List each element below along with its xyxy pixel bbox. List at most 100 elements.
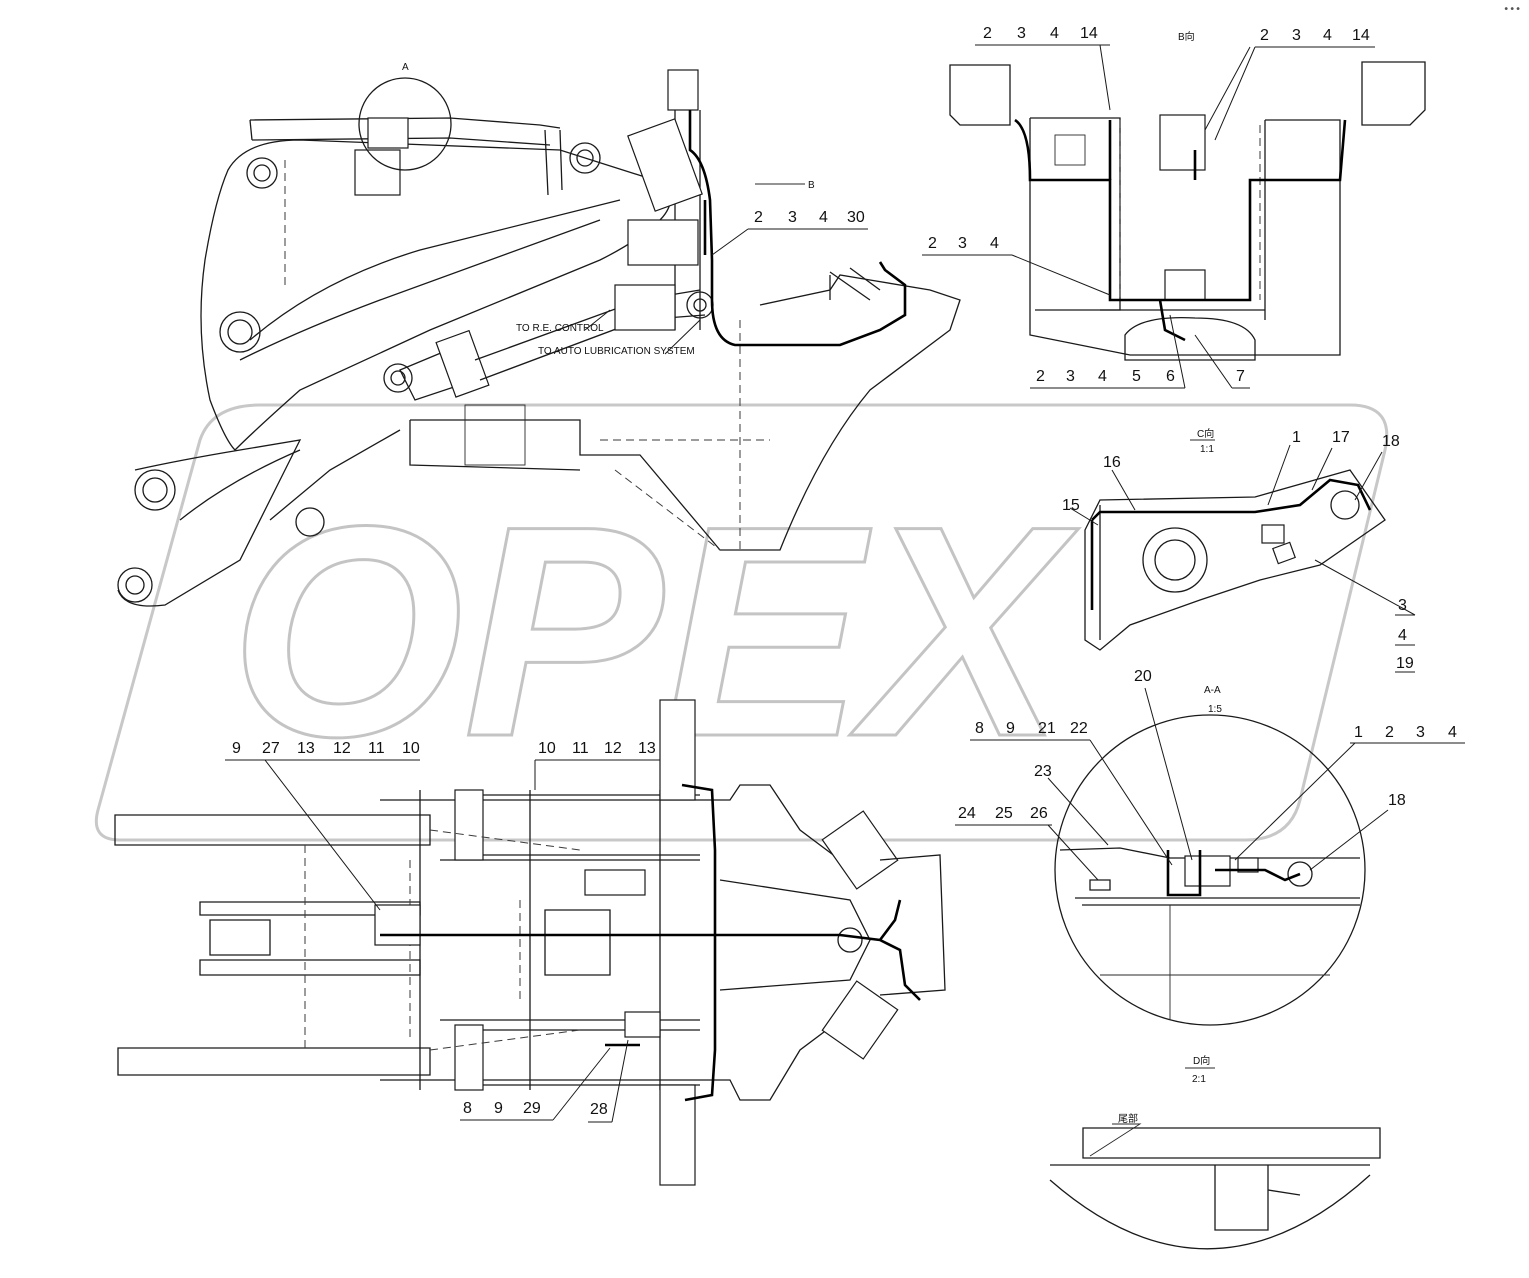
svg-text:2: 2 <box>1036 368 1045 385</box>
svg-text:1: 1 <box>1354 724 1363 741</box>
watermark-logo: OPEX <box>94 403 1389 842</box>
callout-plan-bottom: 8 9 29 <box>460 1047 611 1121</box>
svg-text:14: 14 <box>1352 27 1370 44</box>
viewer-menu-icon[interactable]: ••• <box>1503 4 1521 15</box>
svg-text:4: 4 <box>1098 368 1107 385</box>
svg-text:5: 5 <box>1132 368 1141 385</box>
svg-text:3: 3 <box>788 209 797 226</box>
svg-text:23: 23 <box>1034 763 1052 780</box>
callout-plan-left: 9 27 13 12 11 10 <box>225 740 420 911</box>
svg-text:18: 18 <box>1382 433 1400 450</box>
callout-group-b-left: 2 3 4 14 <box>975 25 1111 111</box>
svg-text:4: 4 <box>1448 724 1457 741</box>
svg-text:8: 8 <box>463 1100 472 1117</box>
svg-text:13: 13 <box>297 740 315 757</box>
svg-text:11: 11 <box>368 740 385 757</box>
svg-text:11: 11 <box>572 740 589 757</box>
svg-text:2: 2 <box>754 209 763 226</box>
svg-text:2: 2 <box>1260 27 1269 44</box>
view-c-scale: 1:1 <box>1200 444 1214 455</box>
callout-plan-mid: 10 11 12 13 <box>534 740 660 790</box>
svg-text:4: 4 <box>1398 627 1407 644</box>
callout-c-17: 17 <box>1311 429 1350 491</box>
callout-c-18: 18 <box>1354 433 1400 501</box>
view-b: B向 2 3 4 14 2 3 4 14 2 <box>922 25 1426 389</box>
callout-aa-mid: 8 9 21 22 <box>970 720 1173 866</box>
view-b-label: B <box>808 180 815 191</box>
view-d-label: D向 <box>1193 1054 1210 1067</box>
svg-text:6: 6 <box>1166 368 1175 385</box>
watermark-text: OPEX <box>230 463 1079 799</box>
side-view-boom: A B TO R.E. CONTROL TO AUTO LUBRICATION … <box>117 62 961 607</box>
callout-group-b-right: 2 3 4 14 <box>1204 27 1375 141</box>
svg-text:10: 10 <box>402 740 420 757</box>
callout-7: 7 <box>1194 334 1250 389</box>
view-d-scale: 2:1 <box>1192 1074 1206 1085</box>
note-to-lube: TO AUTO LUBRICATION SYSTEM <box>538 346 695 357</box>
svg-text:7: 7 <box>1236 368 1245 385</box>
svg-text:3: 3 <box>1416 724 1425 741</box>
svg-text:12: 12 <box>604 740 622 757</box>
svg-text:2: 2 <box>1385 724 1394 741</box>
svg-text:24: 24 <box>958 805 976 822</box>
callout-group-side-mid: 2 3 4 <box>922 235 1111 296</box>
callout-aa-right: 1 2 3 4 <box>1234 724 1465 861</box>
svg-text:4: 4 <box>1050 25 1059 42</box>
svg-text:29: 29 <box>523 1100 541 1117</box>
view-aa-scale: 1:5 <box>1208 704 1222 715</box>
section-aa-circle <box>1054 714 1366 1026</box>
svg-text:2: 2 <box>983 25 992 42</box>
callout-c-1: 1 <box>1267 429 1301 506</box>
svg-text:25: 25 <box>995 805 1013 822</box>
note-to-control: TO R.E. CONTROL <box>516 323 604 334</box>
svg-text:21: 21 <box>1038 720 1056 737</box>
callout-group-top-mid: 2 3 4 30 <box>711 209 868 256</box>
svg-text:4: 4 <box>1323 27 1332 44</box>
svg-text:15: 15 <box>1062 497 1080 514</box>
callout-group-b-bottom: 2 3 4 5 6 <box>1030 314 1186 389</box>
callout-c-stack: 3 4 19 <box>1314 559 1416 673</box>
svg-text:9: 9 <box>1006 720 1015 737</box>
svg-text:16: 16 <box>1103 454 1121 471</box>
view-c: C向 1:1 1 17 18 16 15 <box>1062 427 1416 673</box>
svg-text:20: 20 <box>1134 668 1152 685</box>
callout-c-15: 15 <box>1062 497 1099 526</box>
svg-text:10: 10 <box>538 740 556 757</box>
svg-text:26: 26 <box>1030 805 1048 822</box>
callout-aa-left: 24 25 26 <box>955 805 1099 881</box>
svg-text:17: 17 <box>1332 429 1350 446</box>
svg-text:27: 27 <box>262 740 280 757</box>
svg-text:3: 3 <box>958 235 967 252</box>
svg-text:9: 9 <box>494 1100 503 1117</box>
detail-circle-a <box>358 77 452 171</box>
svg-text:9: 9 <box>232 740 241 757</box>
svg-text:12: 12 <box>333 740 351 757</box>
svg-text:28: 28 <box>590 1101 608 1118</box>
svg-text:3: 3 <box>1292 27 1301 44</box>
svg-text:4: 4 <box>819 209 828 226</box>
callout-plan-28: 28 <box>588 1039 629 1123</box>
svg-text:3: 3 <box>1066 368 1075 385</box>
svg-text:22: 22 <box>1070 720 1088 737</box>
view-aa-label: A-A <box>1204 685 1221 696</box>
svg-text:3: 3 <box>1398 597 1407 614</box>
svg-text:4: 4 <box>990 235 999 252</box>
svg-text:18: 18 <box>1388 792 1406 809</box>
svg-text:19: 19 <box>1396 655 1414 672</box>
svg-text:14: 14 <box>1080 25 1098 42</box>
svg-text:3: 3 <box>1017 25 1026 42</box>
svg-text:1: 1 <box>1292 429 1301 446</box>
svg-text:13: 13 <box>638 740 656 757</box>
svg-text:30: 30 <box>847 209 865 226</box>
view-d: D向 2:1 尾部 <box>1049 1054 1381 1250</box>
view-b-dir-label: B向 <box>1178 30 1195 43</box>
callout-c-16: 16 <box>1103 454 1136 511</box>
callout-aa-23: 23 <box>1034 763 1109 846</box>
svg-text:2: 2 <box>928 235 937 252</box>
callout-aa-18: 18 <box>1309 792 1406 871</box>
section-aa: A-A 1:5 20 8 9 21 22 1 2 3 4 <box>955 668 1465 1026</box>
view-a-label: A <box>402 62 409 73</box>
view-c-label: C向 <box>1197 427 1214 440</box>
